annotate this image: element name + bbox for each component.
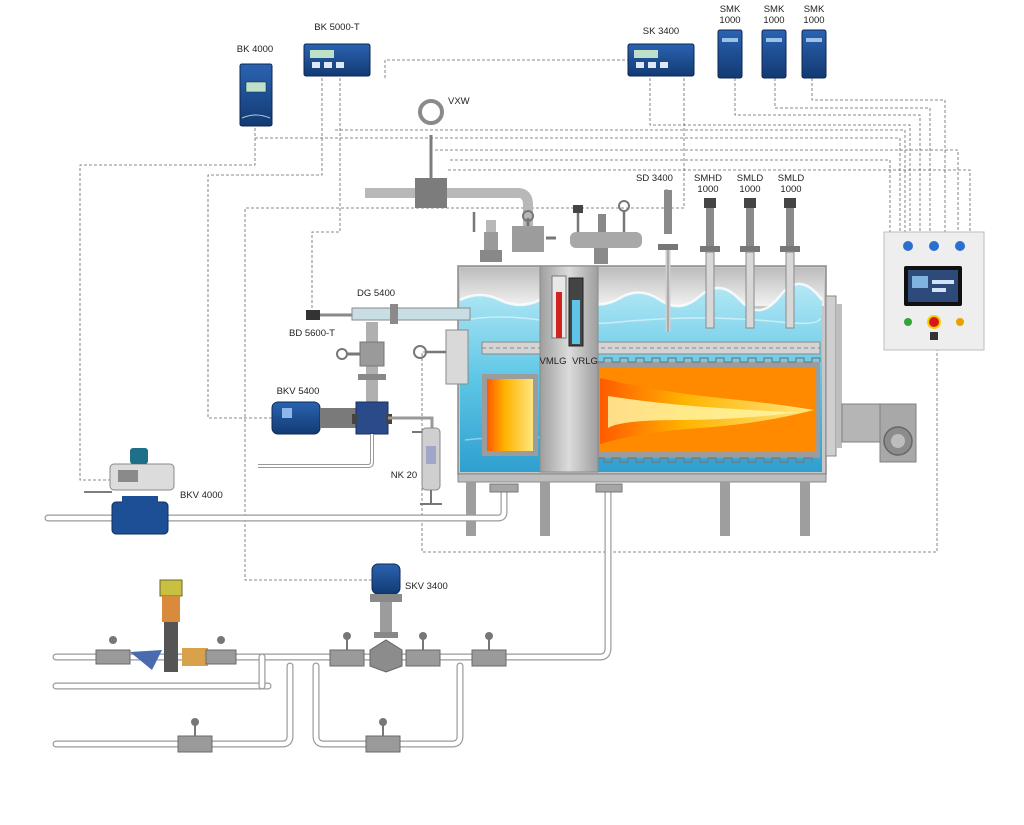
probe-smhd xyxy=(700,198,720,329)
label-sk3400: SK 3400 xyxy=(643,26,679,37)
boiler-supports xyxy=(457,473,827,536)
smk1000-controller-b[interactable] xyxy=(761,29,787,79)
label-bd5600t: BD 5600-T xyxy=(289,328,335,339)
emergency-stop-button[interactable] xyxy=(927,315,941,329)
label-vmlg: VMLG xyxy=(540,356,567,367)
manual-valve-5[interactable] xyxy=(471,632,507,667)
conductivity-probe-dg5400 xyxy=(306,304,471,324)
labels: BK 4000 BK 5000-T SK 3400 SMK 1000 SMK 1… xyxy=(180,4,825,592)
sk3400-controller[interactable] xyxy=(627,43,695,77)
feed-pump-station xyxy=(95,579,237,672)
start-button[interactable] xyxy=(904,318,912,326)
bkv5400-valve[interactable] xyxy=(271,401,392,435)
label-nk20: NK 20 xyxy=(391,470,417,481)
blowdown-assembly xyxy=(336,322,386,412)
label-smhd-line1: SMHD xyxy=(694,173,722,184)
label-smk-a-line2: 1000 xyxy=(719,15,740,26)
vortex-flow-meter-body xyxy=(415,178,447,208)
level-gauge-vmlg xyxy=(551,275,567,339)
safety-valve[interactable] xyxy=(472,212,502,262)
panel-indicator-1 xyxy=(903,241,913,251)
label-skv3400: SKV 3400 xyxy=(405,581,448,592)
manual-valve-1[interactable] xyxy=(177,718,213,753)
label-smk-c-line2: 1000 xyxy=(803,15,824,26)
steam-header xyxy=(570,200,642,264)
probe-smld-a xyxy=(740,198,760,329)
feed-nozzle xyxy=(489,483,519,493)
signal-lines xyxy=(79,59,971,581)
bkv4000-valve[interactable] xyxy=(84,448,175,535)
label-vrlg: VRLG xyxy=(572,356,598,367)
label-dg5400: DG 5400 xyxy=(357,288,395,299)
manual-valve-2[interactable] xyxy=(365,718,401,753)
probe-smld-b xyxy=(780,198,800,329)
label-bkv5400: BKV 5400 xyxy=(277,386,320,397)
panel-indicator-2 xyxy=(929,241,939,251)
nk20-sample-cooler xyxy=(412,427,442,505)
temperature-probe xyxy=(413,345,446,359)
key-switch[interactable] xyxy=(930,332,938,340)
control-panel xyxy=(883,231,985,351)
burner-fan xyxy=(841,403,917,463)
steam-line xyxy=(365,99,556,252)
label-smk-c-line1: SMK xyxy=(804,4,825,15)
panel-indicator-3 xyxy=(955,241,965,251)
boiler-shell xyxy=(445,265,842,475)
flame-rear xyxy=(487,379,533,451)
label-smld-a-line1: SMLD xyxy=(737,173,764,184)
label-vxw: VXW xyxy=(448,96,470,107)
level-gauge-vrlg xyxy=(568,277,584,347)
label-smk-b-line1: SMK xyxy=(764,4,785,15)
label-sd3400: SD 3400 xyxy=(636,173,673,184)
manual-valve-3[interactable] xyxy=(329,632,365,667)
manual-valve-4[interactable] xyxy=(405,632,441,667)
label-smk-b-line2: 1000 xyxy=(763,15,784,26)
blowdown-nozzle xyxy=(595,483,623,493)
label-smld-a-line2: 1000 xyxy=(739,184,760,195)
main-steam-valve[interactable] xyxy=(512,226,544,252)
label-smhd-line2: 1000 xyxy=(697,184,718,195)
pressure-sensor-sd3400 xyxy=(658,190,678,332)
flow-sensor-ring xyxy=(418,99,444,125)
label-bk5000t: BK 5000-T xyxy=(314,22,360,33)
label-smld-b-line2: 1000 xyxy=(780,184,801,195)
smk1000-controller-c[interactable] xyxy=(801,29,827,79)
label-bk4000: BK 4000 xyxy=(237,44,273,55)
label-bkv4000: BKV 4000 xyxy=(180,490,223,501)
reset-button[interactable] xyxy=(956,318,964,326)
bk4000-controller[interactable] xyxy=(239,63,273,127)
bk5000t-controller[interactable] xyxy=(303,43,371,77)
skv3400-valve[interactable] xyxy=(369,563,403,673)
label-smld-b-line1: SMLD xyxy=(778,173,805,184)
label-smk-a-line1: SMK xyxy=(720,4,741,15)
smk1000-controller-a[interactable] xyxy=(717,29,743,79)
